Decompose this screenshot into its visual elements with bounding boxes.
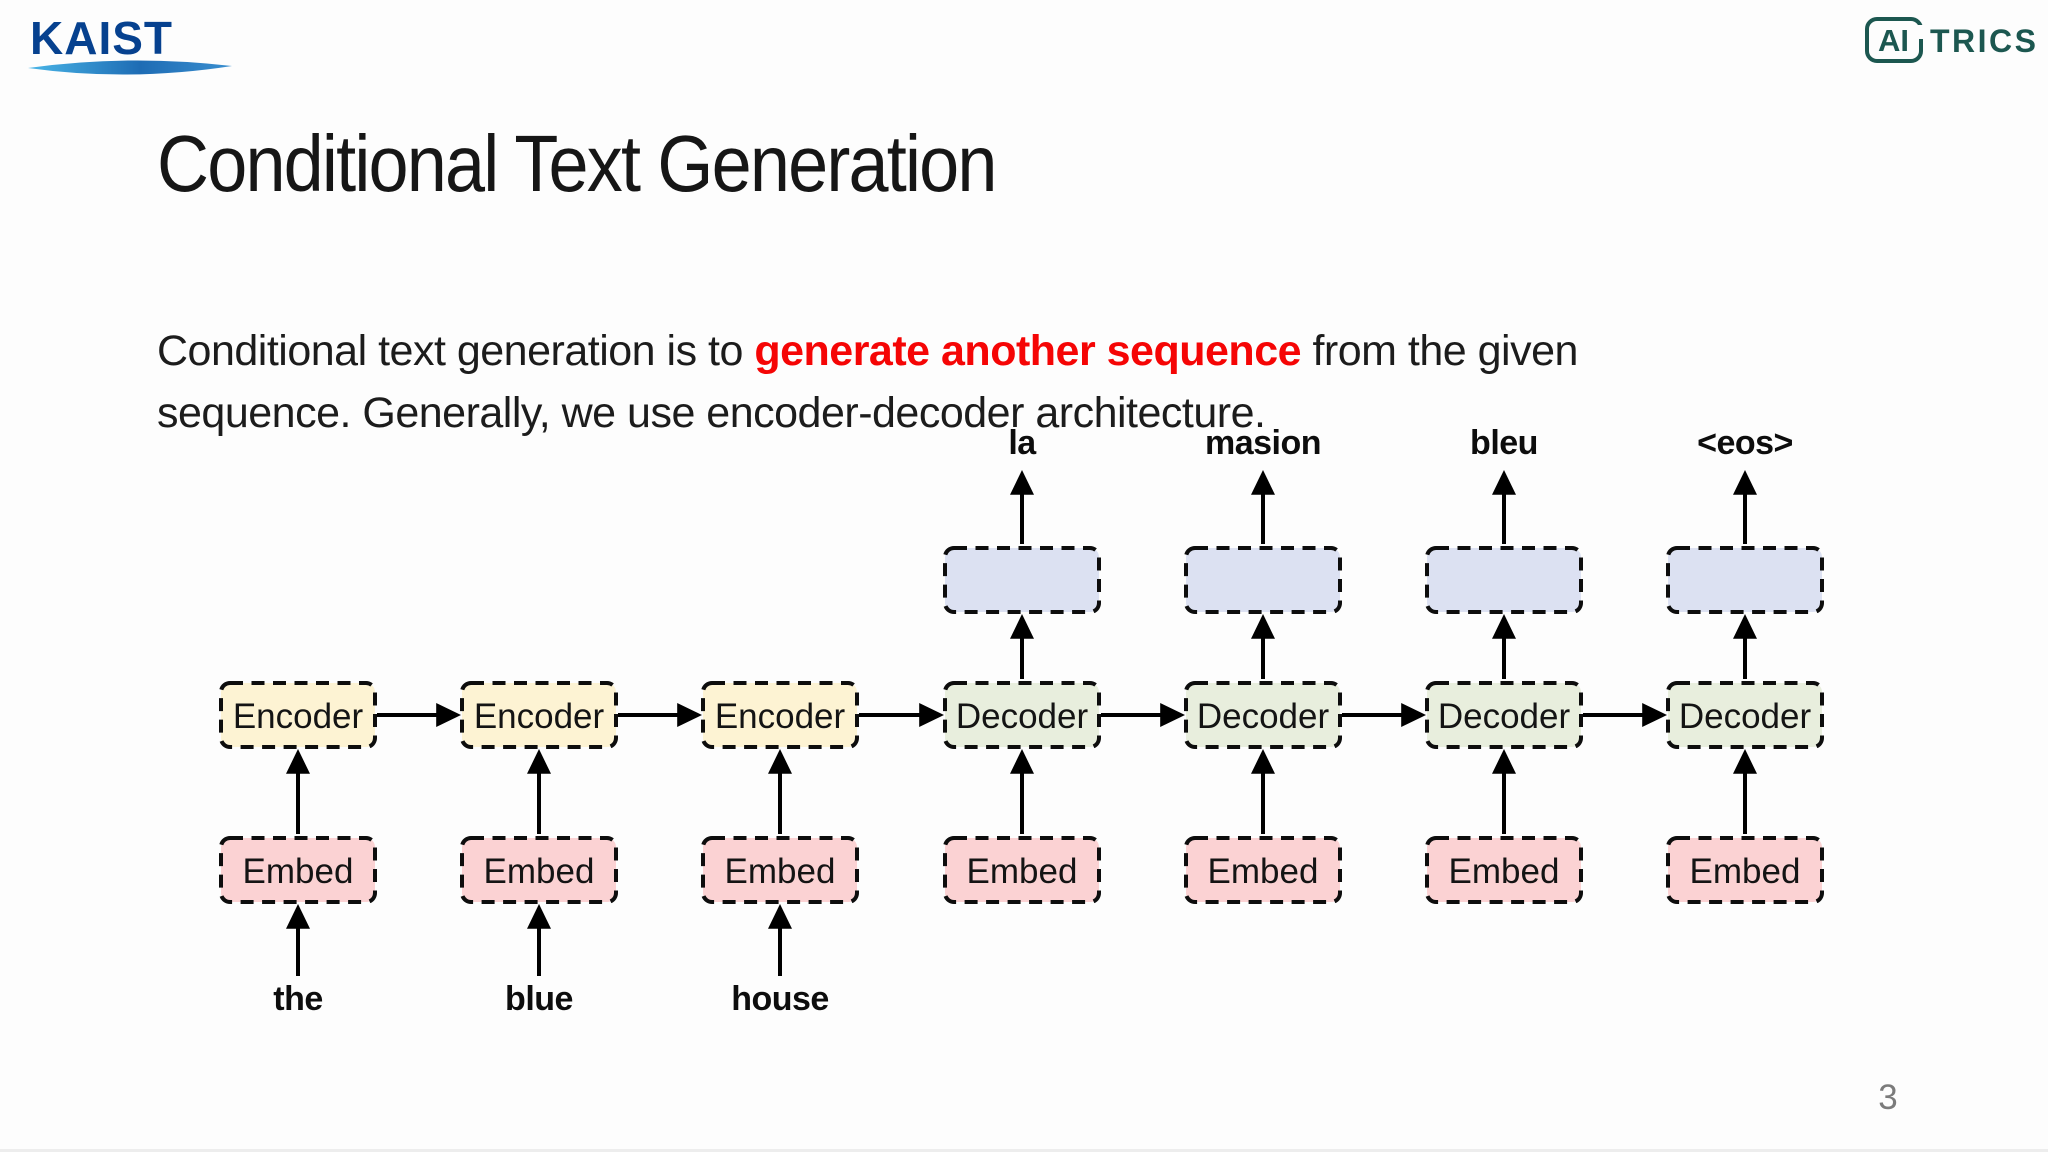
encoder-box-1 (219, 681, 377, 749)
aitrics-ai-text: AI (1878, 23, 1909, 58)
decoder-box-6 (1425, 681, 1583, 749)
aitrics-box-icon (1865, 17, 1923, 63)
decoder-embed-box-4 (943, 836, 1101, 904)
decoder-embed-box-7 (1666, 836, 1824, 904)
page-number: 3 (1878, 1078, 1898, 1117)
encoder-embed-box-3 (701, 836, 859, 904)
kaist-logo-text: KAIST (30, 12, 173, 64)
kaist-swoosh-icon (28, 60, 232, 75)
output-box-6 (1425, 546, 1583, 614)
encoder-embed-box-1 (219, 836, 377, 904)
decoder-embed-box-5 (1184, 836, 1342, 904)
intro-highlight-text: generate another sequence (754, 327, 1302, 375)
decoder-embed-box-6 (1425, 836, 1583, 904)
intro-text-after: from the given sequence. Generally, we u… (157, 327, 1578, 437)
encoder-box-2 (460, 681, 618, 749)
slide-bottom-edge (0, 1149, 2048, 1152)
decoder-box-7 (1666, 681, 1824, 749)
decoder-box-5 (1184, 681, 1342, 749)
output-box-5 (1184, 546, 1342, 614)
encoder-embed-box-2 (460, 836, 618, 904)
intro-text-before: Conditional text generation is to (157, 327, 755, 375)
kaist-logo: KAIST (28, 12, 232, 75)
intro-paragraph: Conditional text generation is to genera… (157, 258, 1877, 444)
aitrics-logo: AI TRICS (1865, 17, 2039, 63)
encoder-box-3 (701, 681, 859, 749)
page-title: Conditional Text Generation (157, 119, 997, 208)
aitrics-trics-text: TRICS (1930, 23, 2039, 59)
output-box-4 (943, 546, 1101, 614)
decoder-box-4 (943, 681, 1101, 749)
output-box-7 (1666, 546, 1824, 614)
